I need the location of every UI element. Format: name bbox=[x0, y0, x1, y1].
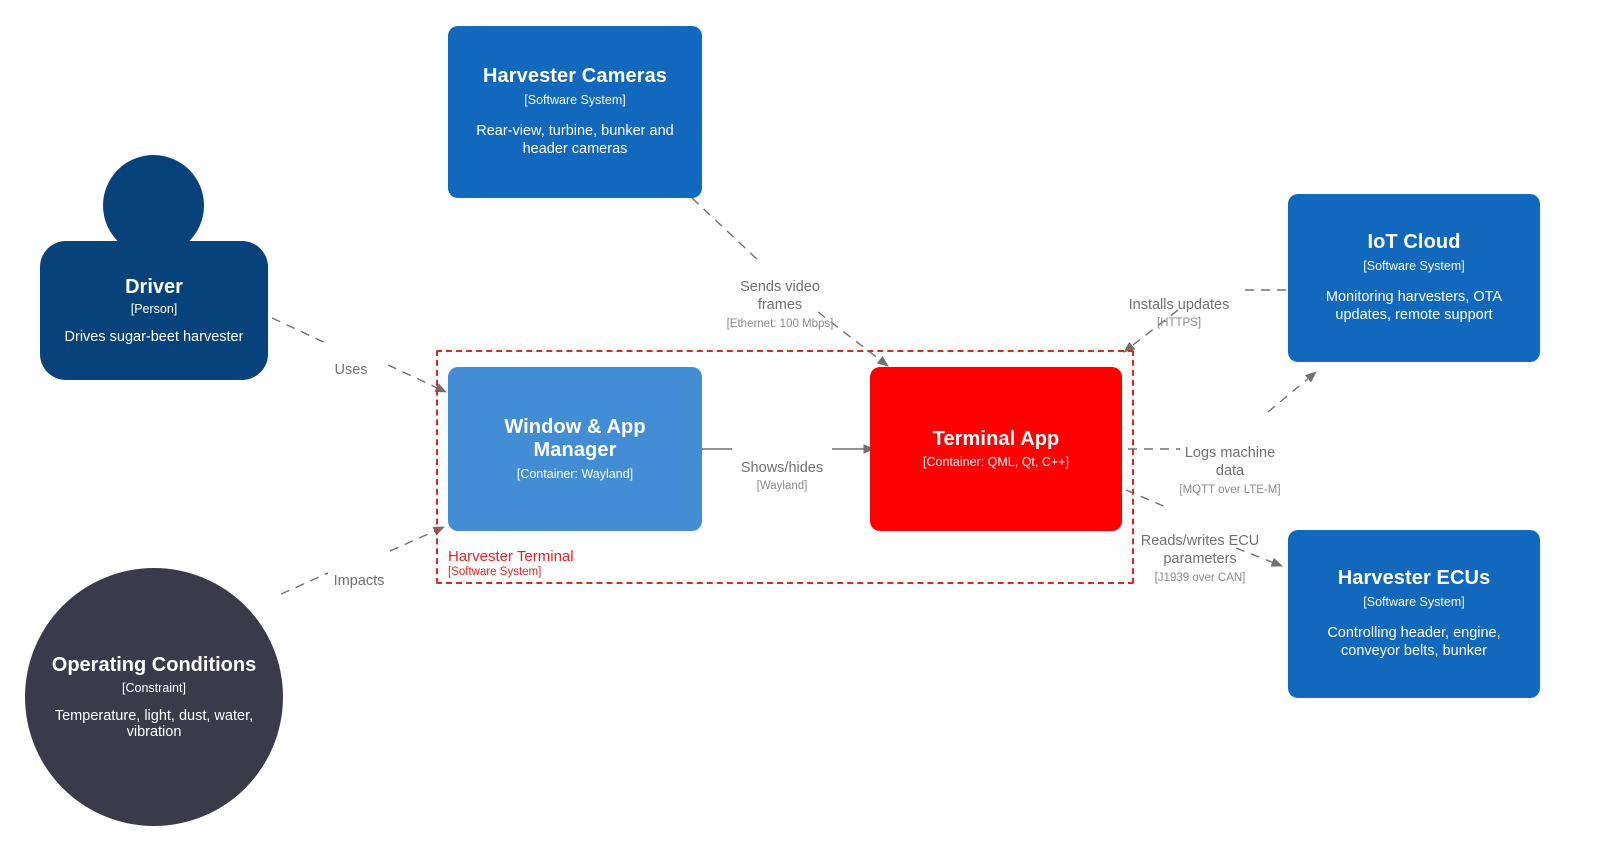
node-iot-cloud[interactable]: IoT Cloud [Software System] Monitoring h… bbox=[1288, 194, 1540, 362]
edge-label-manager-shows-hides: Shows/hides [Wayland] bbox=[722, 440, 842, 513]
edge-label-technology: [MQTT over LTE-M] bbox=[1179, 483, 1281, 496]
edge-label-text: Shows/hides bbox=[740, 459, 824, 476]
node-description: Rear-view, turbine, bunker and header ca… bbox=[476, 122, 674, 158]
edge-label-ecu-parameters: Reads/writes ECU parameters [J1939 over … bbox=[1124, 513, 1276, 605]
edge-label-text: Uses bbox=[334, 361, 368, 378]
person-head-icon bbox=[103, 155, 204, 256]
node-type: [Container: Wayland] bbox=[516, 466, 634, 481]
node-type: [Software System] bbox=[1363, 258, 1465, 273]
edge-label-technology: [J1939 over CAN] bbox=[1154, 571, 1246, 584]
edge-label-technology: [Ethernet: 100 Mbps] bbox=[726, 317, 834, 330]
node-terminal-app[interactable]: Terminal App [Container: QML, Qt, C++] bbox=[870, 367, 1122, 531]
node-harvester-cameras[interactable]: Harvester Cameras [Software System] Rear… bbox=[448, 26, 702, 198]
edge-label-cameras-video: Sends video frames [Ethernet: 100 Mbps] bbox=[700, 259, 860, 351]
node-title: Operating Conditions bbox=[51, 653, 257, 676]
edge-label-text: Logs machine data bbox=[1184, 444, 1276, 480]
node-driver[interactable]: Driver [Person] Drives sugar-beet harves… bbox=[40, 155, 268, 380]
edge-label-conditions-impacts: Impacts bbox=[310, 553, 408, 590]
node-description: Temperature, light, dust, water, vibrati… bbox=[54, 708, 254, 741]
edge-label-driver-uses: Uses bbox=[304, 342, 398, 379]
node-description: Monitoring harvesters, OTA updates, remo… bbox=[1325, 288, 1503, 324]
edge-label-logs-machine-data: Logs machine data [MQTT over LTE-M] bbox=[1160, 425, 1300, 517]
boundary-type: [Software System] bbox=[448, 566, 542, 579]
system-boundary-harvester-terminal bbox=[436, 350, 1134, 584]
node-harvester-ecus[interactable]: Harvester ECUs [Software System] Control… bbox=[1288, 530, 1540, 698]
node-operating-conditions[interactable]: Operating Conditions [Constraint] Temper… bbox=[25, 568, 283, 826]
node-type: [Software System] bbox=[1363, 594, 1465, 609]
system-boundary-label: Harvester Terminal [Software System] bbox=[448, 548, 574, 580]
edge-label-text: Installs updates bbox=[1128, 296, 1230, 313]
node-title: Harvester ECUs bbox=[1337, 567, 1491, 590]
edge-label-technology: [Wayland] bbox=[756, 480, 808, 493]
edge-label-text: Impacts bbox=[333, 572, 385, 589]
node-description: Controlling header, engine, conveyor bel… bbox=[1327, 624, 1501, 660]
node-type: [Person] bbox=[130, 302, 178, 316]
node-type: [Constraint] bbox=[122, 681, 186, 696]
node-title: IoT Cloud bbox=[1367, 231, 1461, 254]
node-title: Terminal App bbox=[932, 427, 1060, 450]
boundary-name: Harvester Terminal bbox=[448, 548, 574, 565]
node-type: [Container: QML, Qt, C++] bbox=[923, 455, 1069, 470]
node-title: Harvester Cameras bbox=[482, 65, 668, 88]
edge-label-text: Sends video frames bbox=[740, 278, 820, 314]
node-description: Drives sugar-beet harvester bbox=[64, 329, 244, 345]
edge-label-text: Reads/writes ECU parameters bbox=[1140, 532, 1260, 568]
edge-label-cloud-installs-updates: Installs updates [HTTPS] bbox=[1114, 277, 1244, 350]
person-body: Driver [Person] Drives sugar-beet harves… bbox=[40, 241, 268, 380]
node-window-app-manager[interactable]: Window & App Manager [Container: Wayland… bbox=[448, 367, 702, 531]
edge-label-technology: [HTTPS] bbox=[1156, 317, 1202, 330]
node-title: Driver bbox=[125, 276, 183, 298]
node-type: [Software System] bbox=[524, 92, 626, 107]
node-title: Window & App Manager bbox=[504, 415, 646, 462]
